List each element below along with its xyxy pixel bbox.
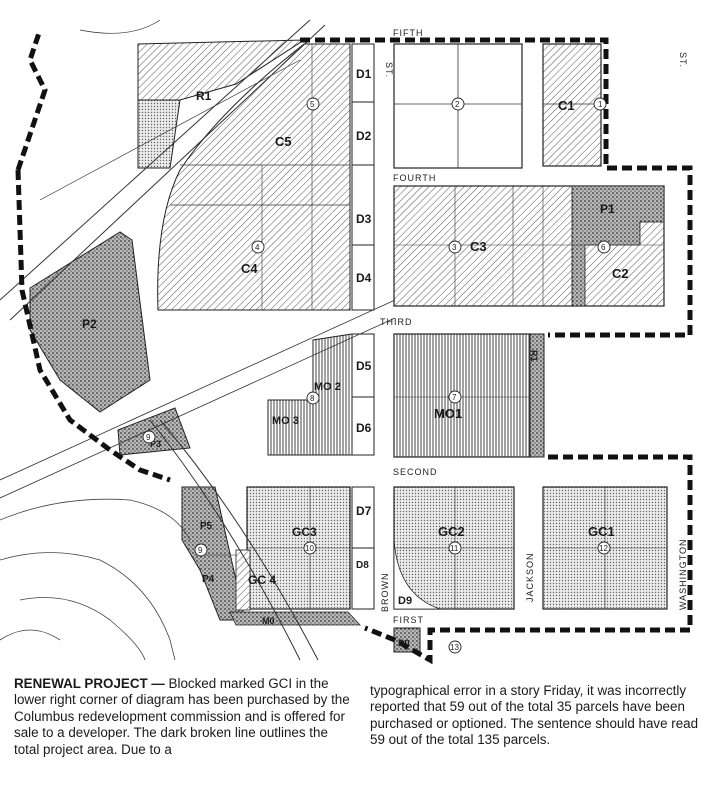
circle-num-9: 9: [146, 433, 151, 442]
parcel-p5-p4: [181, 486, 246, 621]
circle-num-4: 4: [255, 243, 260, 252]
street-st-b: ST.: [678, 52, 688, 68]
label-d0: D0: [398, 638, 410, 648]
label-gc2: GC2: [438, 524, 465, 539]
label-d8: D8: [356, 560, 369, 571]
project-map: FIFTH FOURTH THIRD SECOND FIRST ST. ST. …: [0, 19, 693, 665]
label-mo1: MO1: [434, 406, 462, 421]
parcel-mo1: [393, 333, 545, 458]
label-mo3: MO 3: [272, 415, 299, 427]
label-d6: D6: [356, 421, 372, 435]
label-d3: D3: [356, 212, 372, 226]
label-p4: P4: [202, 574, 215, 585]
label-c3: C3: [470, 239, 487, 254]
street-first: FIRST: [393, 615, 424, 625]
caption-heading: RENEWAL PROJECT —: [14, 676, 165, 691]
label-d7: D7: [356, 504, 372, 518]
street-brown: BROWN: [380, 573, 390, 613]
caption-left-text: Blocked marked GCI in the lower right co…: [14, 676, 350, 757]
label-c2: C2: [612, 266, 629, 281]
circle-num-2: 2: [455, 100, 460, 109]
label-d4: D4: [356, 271, 372, 285]
parcel-c1: [542, 43, 602, 167]
label-c4: C4: [241, 261, 258, 276]
circle-num-6: 6: [601, 243, 606, 252]
label-d5: D5: [356, 359, 372, 373]
circle-num-13: 13: [450, 643, 459, 652]
label-d1: D1: [356, 67, 372, 81]
circle-num-7: 7: [452, 393, 457, 402]
parcel-c5-c4: [157, 43, 351, 311]
block-c3-c2: [393, 185, 665, 307]
caption: RENEWAL PROJECT — Blocked marked GCI in …: [14, 676, 704, 796]
caption-left-column: RENEWAL PROJECT — Blocked marked GCI in …: [14, 676, 351, 758]
street-fourth: FOURTH: [393, 173, 436, 183]
parcel-r1: [137, 39, 306, 169]
circled-numbers: [142, 97, 611, 654]
label-gc1: GC1: [588, 524, 615, 539]
circle-num-1: 1: [598, 100, 603, 109]
label-d9: D9: [398, 595, 412, 607]
label-p3: P3: [150, 439, 161, 449]
street-second: SECOND: [393, 467, 438, 477]
label-m0: M0: [262, 616, 275, 626]
circle-num-9b: 9: [198, 546, 203, 555]
block-mo2-mo3: [267, 333, 375, 456]
circle-num-10: 10: [305, 544, 314, 553]
street-third: THIRD: [380, 317, 413, 327]
caption-right-column: typographical error in a story Friday, i…: [370, 683, 699, 748]
label-mo2: MO 2: [314, 381, 341, 393]
label-p2: P2: [82, 317, 97, 331]
label-r1: R1: [196, 89, 212, 103]
street-jackson: JACKSON: [525, 552, 535, 602]
label-d2: D2: [356, 129, 372, 143]
label-p5: P5: [200, 521, 213, 532]
label-c5: C5: [275, 134, 292, 149]
street-fifth: FIFTH: [393, 28, 424, 38]
circle-num-11: 11: [450, 544, 459, 553]
label-c1: C1: [558, 98, 575, 113]
circle-num-5: 5: [310, 100, 315, 109]
circle-num-8: 8: [310, 394, 315, 403]
river-lines: [0, 498, 191, 661]
label-p1: P1: [600, 202, 615, 216]
label-gc4: GC 4: [248, 573, 276, 587]
street-washington: WASHINGTON: [678, 538, 688, 610]
label-gc3: GC3: [292, 525, 317, 539]
d-strip-north: [351, 43, 375, 311]
circle-num-12: 12: [599, 544, 608, 553]
block-gc3-gc4: [229, 486, 375, 626]
circle-num-3: 3: [452, 243, 457, 252]
railroad-lines: [0, 19, 396, 661]
street-st-a: ST.: [384, 62, 394, 78]
project-boundary: [15, 29, 693, 665]
label-r-east: R1: [529, 350, 539, 362]
